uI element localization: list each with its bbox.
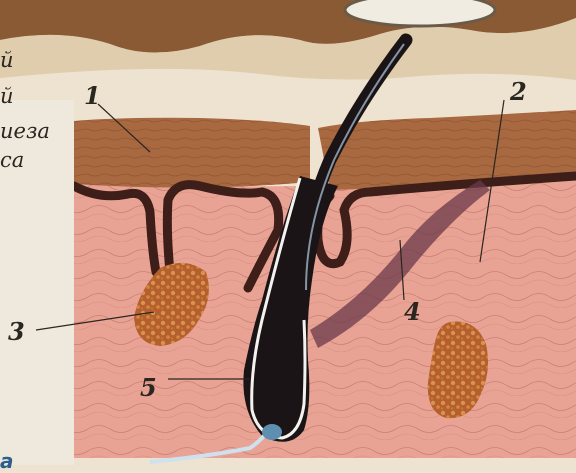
label-3: 3 <box>8 317 25 346</box>
side-text-line-2: й <box>0 86 14 107</box>
side-text-line-1: й <box>0 50 14 71</box>
label-5: 5 <box>140 373 157 402</box>
label-2: 2 <box>509 77 527 106</box>
label-4: 4 <box>404 297 421 326</box>
top-white-oval <box>345 0 495 26</box>
side-text-line-4: са <box>0 150 24 171</box>
label-1: 1 <box>84 81 101 110</box>
side-text-line-3: иеза <box>0 121 50 142</box>
bottom-text-fragment: а <box>0 451 14 471</box>
